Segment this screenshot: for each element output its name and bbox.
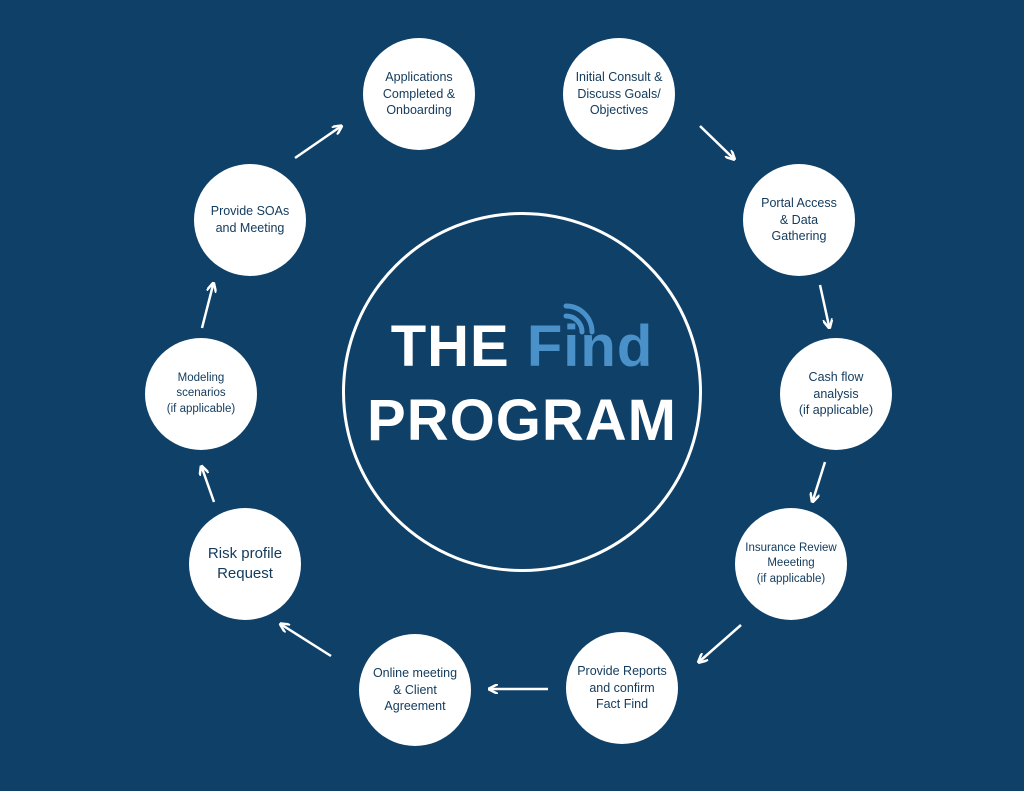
step-risk-profile: Risk profile Request	[189, 508, 301, 620]
center-ring	[342, 212, 702, 572]
arrow-icon	[200, 285, 213, 329]
arrow-icon	[282, 625, 332, 658]
step-cash-flow-analysis: Cash flow analysis (if applicable)	[780, 338, 892, 450]
title-word: THE	[390, 314, 527, 379]
title-accent-word: Find	[526, 314, 654, 379]
arrow-icon	[813, 461, 827, 500]
step-applications-completed: Applications Completed & Onboarding	[363, 38, 475, 150]
arrow-icon	[202, 468, 216, 503]
step-provide-reports: Provide Reports and confirm Fact Find	[566, 632, 678, 744]
step-modeling-scenarios: Modeling scenarios (if applicable)	[145, 338, 257, 450]
step-provide-soas: Provide SOAs and Meeting	[194, 164, 306, 276]
step-portal-access: Portal Access & Data Gathering	[743, 164, 855, 276]
arrow-icon	[699, 125, 733, 158]
arrow-icon	[294, 127, 340, 160]
page-subtitle: PROGRAM	[367, 388, 677, 453]
step-insurance-review: Insurance Review Meeeting (if applicable…	[735, 508, 847, 620]
arrow-icon	[700, 624, 742, 661]
wifi-signal-icon	[563, 303, 595, 335]
step-initial-consult: Initial Consult & Discuss Goals/ Objecti…	[563, 38, 675, 150]
step-online-meeting: Online meeting & Client Agreement	[359, 634, 471, 746]
page-title: THE Find	[342, 318, 702, 376]
arrow-icon	[818, 284, 829, 326]
